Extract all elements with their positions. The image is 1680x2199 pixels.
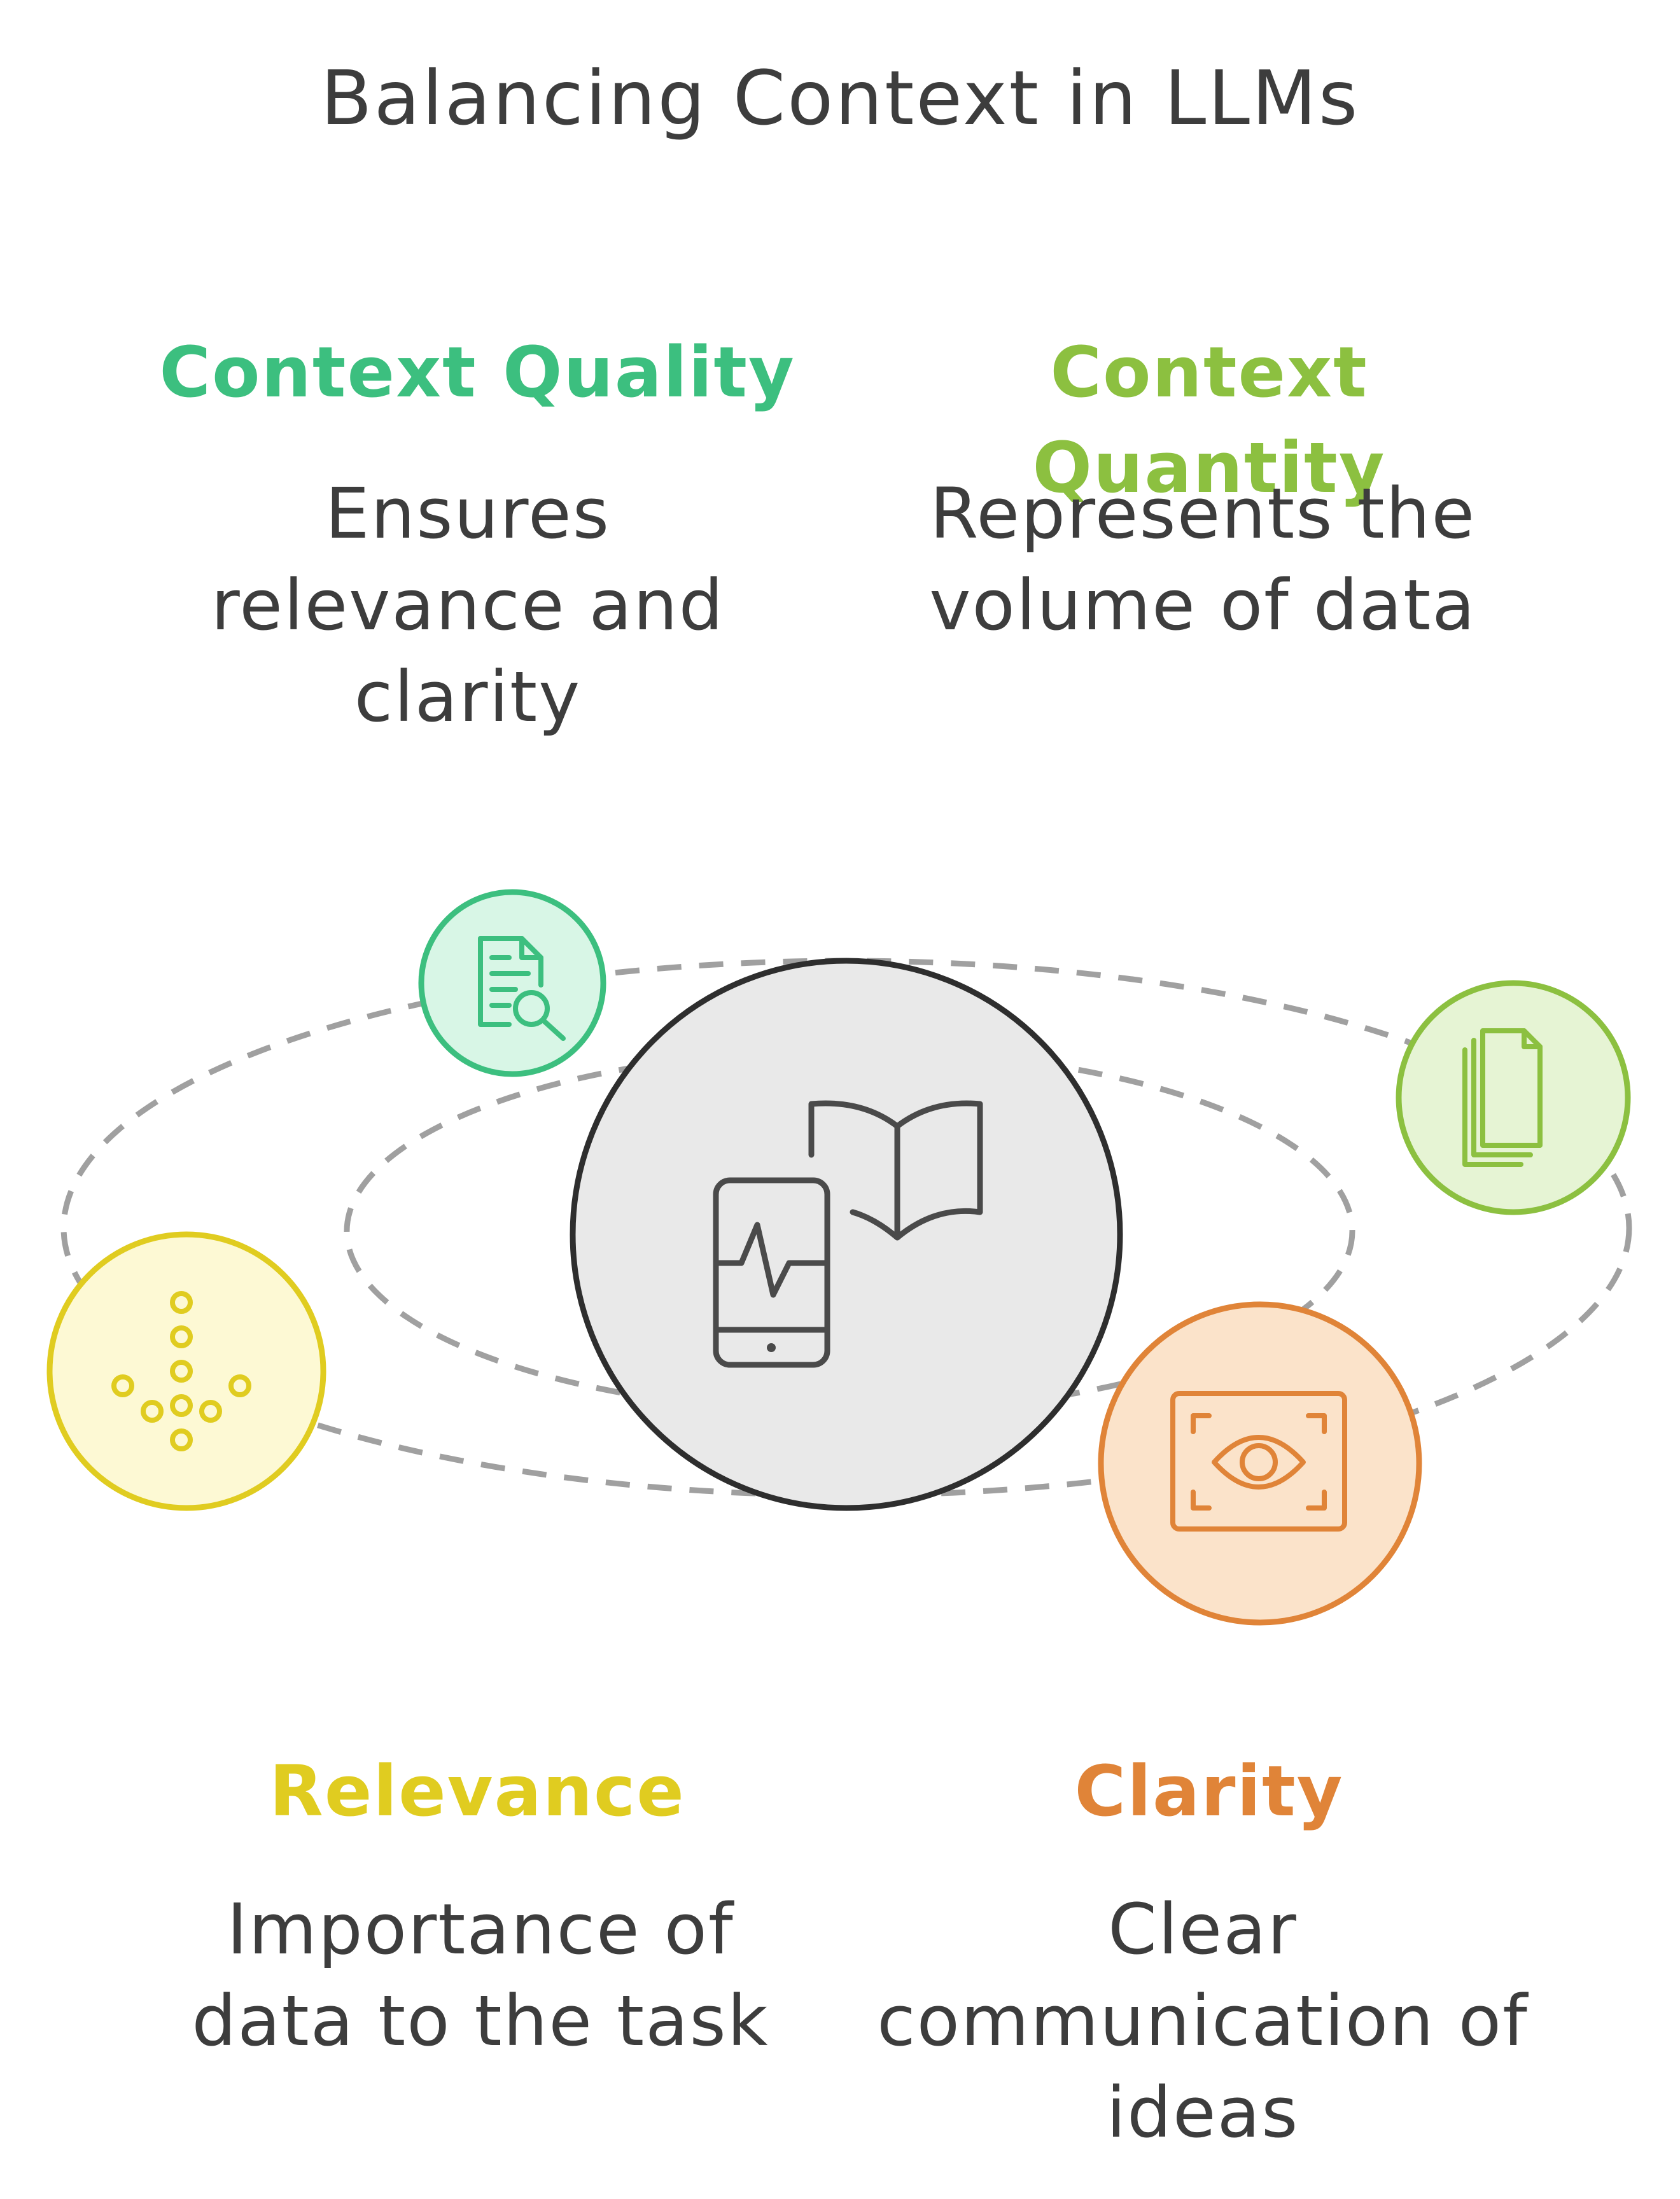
phone-and-book-icon [713, 1100, 983, 1368]
clarity-heading: Clarity [1074, 1750, 1344, 1832]
context-quantity-description: Represents the volume of data [929, 473, 1476, 646]
stacked-documents-icon [1462, 1028, 1543, 1167]
context-quantity-heading: Context Quantity [1032, 332, 1386, 508]
clarity-node [1098, 1301, 1422, 1626]
eye-frame-icon [1170, 1391, 1347, 1532]
clarity-description: Clear communication of ideas [877, 1888, 1529, 2153]
context-quantity-node [1396, 980, 1631, 1215]
context-quality-node [418, 889, 606, 1077]
context-quality-description: Ensures relevance and clarity [211, 473, 725, 737]
center-node [570, 958, 1123, 1511]
relevance-node [46, 1231, 326, 1511]
diagram-title: Balancing Context in LLMs [320, 54, 1360, 142]
document-search-icon [478, 936, 566, 1041]
relevance-heading: Relevance [269, 1750, 685, 1832]
relevance-description: Importance of data to the task [192, 1888, 769, 2062]
down-arrow-dots-icon [111, 1291, 251, 1451]
context-quality-heading: Context Quality [159, 332, 795, 413]
